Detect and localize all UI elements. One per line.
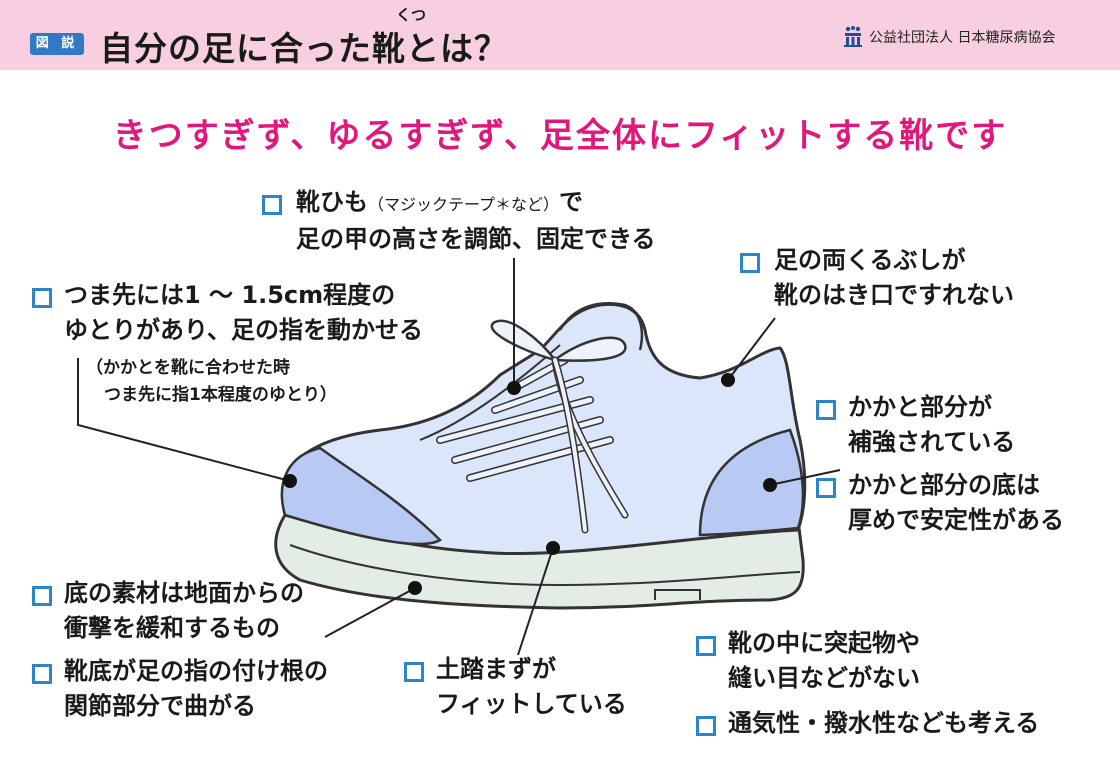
page-title: 自分の足に合った靴とは？ <box>100 29 508 68</box>
figure-badge: 図 説 <box>30 33 84 55</box>
checkbox-laces <box>262 195 282 215</box>
checkbox-heel <box>816 400 836 420</box>
association-logo-icon <box>844 26 862 47</box>
note-vent: 通気性・撥水性なども考える <box>728 709 1040 737</box>
marker-heel <box>763 478 777 492</box>
checkbox-heel-sole <box>816 478 836 498</box>
marker-arch <box>546 541 560 555</box>
headline: きつすぎず、ゆるすぎず、足全体にフィットする靴です <box>112 116 1008 156</box>
note-toe: つま先には1 ～ 1.5cm程度の ゆとりがあり、足の指を動かせる <box>64 281 424 344</box>
shoe-toe-cap <box>280 446 443 546</box>
marker-laces <box>507 381 521 395</box>
note-arch: 土踏まずが フィットしている <box>436 655 627 718</box>
checkbox-sole <box>32 586 52 606</box>
leader-toe <box>77 358 291 482</box>
leader-sole <box>324 587 416 638</box>
note-ankle: 足の両くるぶしが 靴のはき口ですれない <box>774 246 1014 309</box>
leader-heel <box>769 469 841 486</box>
note-flex: 靴底が足の指の付け根の 関節部分で曲がる <box>64 657 328 720</box>
checkbox-arch <box>404 662 424 682</box>
note-laces: 靴ひも（マジックテープ＊など）で 足の甲の高さを調節、固定できる <box>296 188 656 253</box>
checkbox-inside <box>696 636 716 656</box>
checkbox-ankle <box>740 253 760 273</box>
header-bar <box>0 0 1120 70</box>
organization-name: 公益社団法人 日本糖尿病協会 <box>869 30 1056 46</box>
note-inside: 靴の中に突起物や 縫い目などがない <box>728 629 920 692</box>
leader-arch <box>517 547 554 656</box>
marker-ankle <box>721 373 735 387</box>
checkbox-toe <box>32 288 52 308</box>
note-sole: 底の素材は地面からの 衝撃を緩和するもの <box>64 579 304 642</box>
note-heel-sole: かかと部分の底は 厚めで安定性がある <box>848 471 1064 534</box>
marker-sole <box>408 581 422 595</box>
checkbox-flex <box>32 664 52 684</box>
note-heel: かかと部分が 補強されている <box>848 393 1016 456</box>
shoe-heel-counter <box>698 428 805 537</box>
title-ruby: くつ <box>396 6 427 24</box>
marker-toe <box>283 474 297 488</box>
leader-ankle <box>727 317 776 381</box>
note-toe-sub: （かかとを靴に合わせた時 つま先に指1本程度のゆとり） <box>86 358 337 405</box>
organization: 公益社団法人 日本糖尿病協会 <box>843 26 1055 48</box>
checkbox-vent <box>696 716 716 736</box>
